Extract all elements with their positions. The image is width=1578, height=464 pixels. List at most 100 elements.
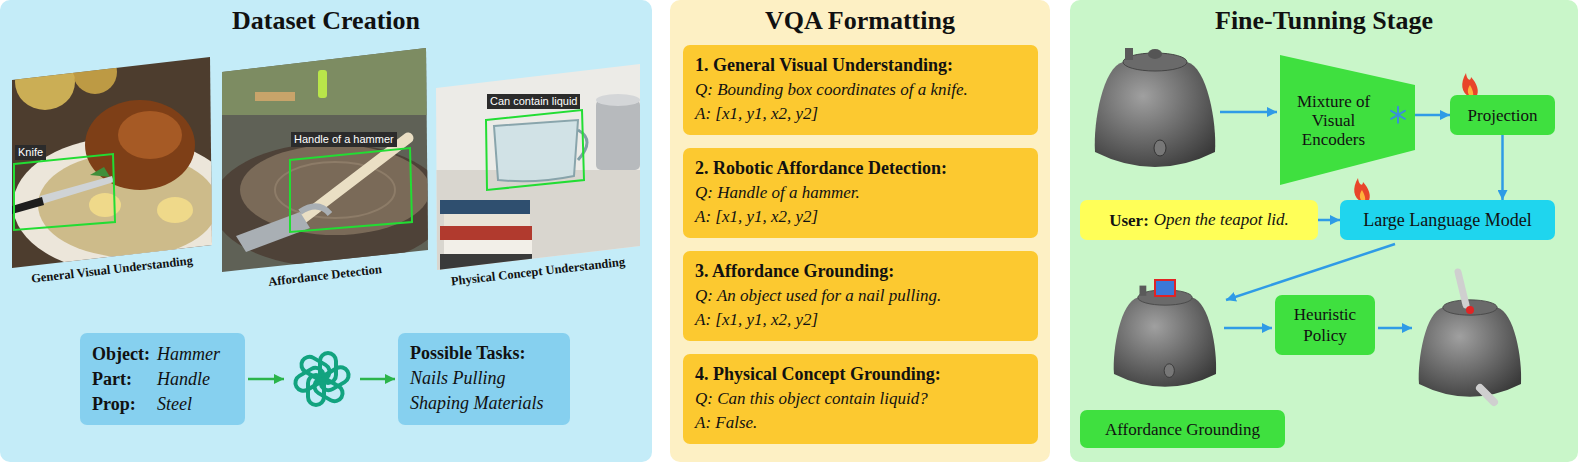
teapot-handle [1140, 286, 1147, 296]
bbox-tag: Knife [15, 145, 46, 160]
bbox-tag: Can contain liquid [487, 94, 580, 109]
task-box: Possible Tasks:Nails PullingShaping Mate… [398, 333, 570, 425]
box-detail: Nails Pulling [410, 366, 558, 391]
logo-petal [298, 354, 332, 383]
panel-title: Fine-Tunning Stage [1070, 0, 1578, 37]
beer-glass [15, 54, 75, 110]
grasp-point [1466, 306, 1474, 314]
pot-rim [596, 94, 640, 106]
vqa-card: 3. Affordance Grounding:Q: An object use… [683, 251, 1038, 341]
box-text: 2. Robotic Affordance Detection: [695, 156, 1026, 181]
gpt-logo [292, 353, 351, 405]
box-detail: Handle [157, 367, 233, 392]
steel-pot [596, 100, 640, 170]
teapot-handle [1125, 48, 1133, 60]
box-text: Mixture of Visual Encoders [1284, 92, 1383, 149]
book [444, 214, 530, 226]
roast-meat [85, 100, 195, 190]
snowflake-arm [1391, 111, 1405, 119]
book [444, 240, 532, 254]
connector-arrow [1501, 135, 1504, 200]
box-text: 3. Affordance Grounding: [695, 259, 1026, 284]
knife-handle [12, 197, 44, 214]
grass [220, 45, 430, 115]
food-photo [10, 50, 237, 280]
teapot [1419, 300, 1521, 397]
beer-glass [73, 50, 117, 94]
vqa-card: 4. Physical Concept Grounding:Q: Can thi… [683, 354, 1038, 444]
box-detail: Shaping Materials [410, 391, 558, 416]
frozen-snowflake [1391, 107, 1405, 123]
box-detail: A: [x1, y1, x2, y2] [695, 308, 1026, 332]
flame-outer [1354, 178, 1370, 202]
box-text: User: [1109, 210, 1149, 231]
panel-title: VQA Formatting [670, 0, 1050, 37]
teapot-spout [1480, 388, 1494, 402]
box-text: Heuristic Policy [1285, 304, 1365, 346]
box-detail: Prop: [92, 392, 150, 417]
teapot-knob [1148, 49, 1162, 59]
flow-arrow [1226, 244, 1395, 300]
vqa-card: 2. Robotic Affordance Detection:Q: Handl… [683, 148, 1038, 238]
hammer-photo [212, 45, 448, 275]
book [440, 200, 530, 214]
connector-arrow [1415, 114, 1450, 117]
snowflake-arm [1391, 111, 1405, 119]
box-detail: Q: Can this object contain liquid? [695, 387, 1026, 411]
hammer-claw [300, 206, 330, 214]
box-detail: Open the teapot lid. [1154, 208, 1289, 232]
teapot-spout [1154, 140, 1166, 156]
llm-box: Large Language Model [1340, 200, 1555, 240]
attribute-box: Object:HammerPart:HandleProp:Steel [80, 333, 245, 425]
box-detail: Steel [157, 392, 233, 417]
box-text: 1. General Visual Understanding: [695, 53, 1026, 78]
box-text: Large Language Model [1363, 210, 1532, 231]
bbox-tag: Handle of a hammer [291, 132, 397, 147]
flow-arrow [1220, 111, 1277, 114]
knife-blade [40, 176, 114, 204]
gripper [1458, 272, 1466, 305]
connector-arrow [1318, 219, 1340, 222]
grounding-box [1155, 280, 1175, 296]
teapot [1095, 48, 1216, 167]
flame-outer [1462, 73, 1478, 97]
teapot-body [1419, 304, 1521, 397]
teapot-body [1114, 294, 1216, 387]
stage-panel: VQA Formatting 1. General Visual Understa… [670, 0, 1050, 462]
teapot-body [1095, 58, 1216, 167]
teapot-lid [1443, 300, 1497, 315]
image-caption: Affordance Detection [267, 262, 382, 290]
book [440, 226, 532, 240]
task-tag: Affordance Grounding [1080, 410, 1285, 448]
box-detail: A: [x1, y1, x2, y2] [695, 102, 1026, 126]
flame-inner [1360, 190, 1365, 202]
trapezoid-fill [1280, 55, 1415, 185]
meat-highlight [118, 111, 182, 159]
teapot [1114, 286, 1216, 387]
flame-inner [1468, 85, 1473, 97]
flow-arrow [248, 378, 284, 381]
wall [430, 60, 645, 275]
box-detail: Hammer [157, 342, 233, 367]
trainable-flame [1354, 178, 1370, 202]
teapot-spout [1164, 364, 1174, 378]
vqa-card: 1. General Visual Understanding:Q: Bound… [683, 45, 1038, 135]
flow-arrow [360, 378, 395, 381]
bounding-box [14, 154, 115, 230]
box-text: Affordance Grounding [1105, 419, 1260, 440]
box-text: Possible Tasks: [410, 341, 558, 366]
box-detail: Q: Handle of a hammer. [695, 181, 1026, 205]
measuring-cup [494, 120, 578, 181]
box-detail: A: False. [695, 411, 1026, 435]
stump [212, 143, 448, 267]
flow-arrow [1224, 327, 1272, 330]
herb [90, 167, 110, 177]
policy-box: Heuristic Policy [1275, 295, 1375, 355]
trainable-flame [1462, 73, 1478, 97]
image-caption: Physical Concept Understanding [450, 255, 626, 290]
prompt-box: User:Open the teapot lid. [1080, 200, 1318, 240]
bounding-box [486, 110, 584, 190]
wood-piece [255, 92, 295, 101]
kitchen-photo [430, 60, 645, 275]
bottle [318, 70, 327, 98]
